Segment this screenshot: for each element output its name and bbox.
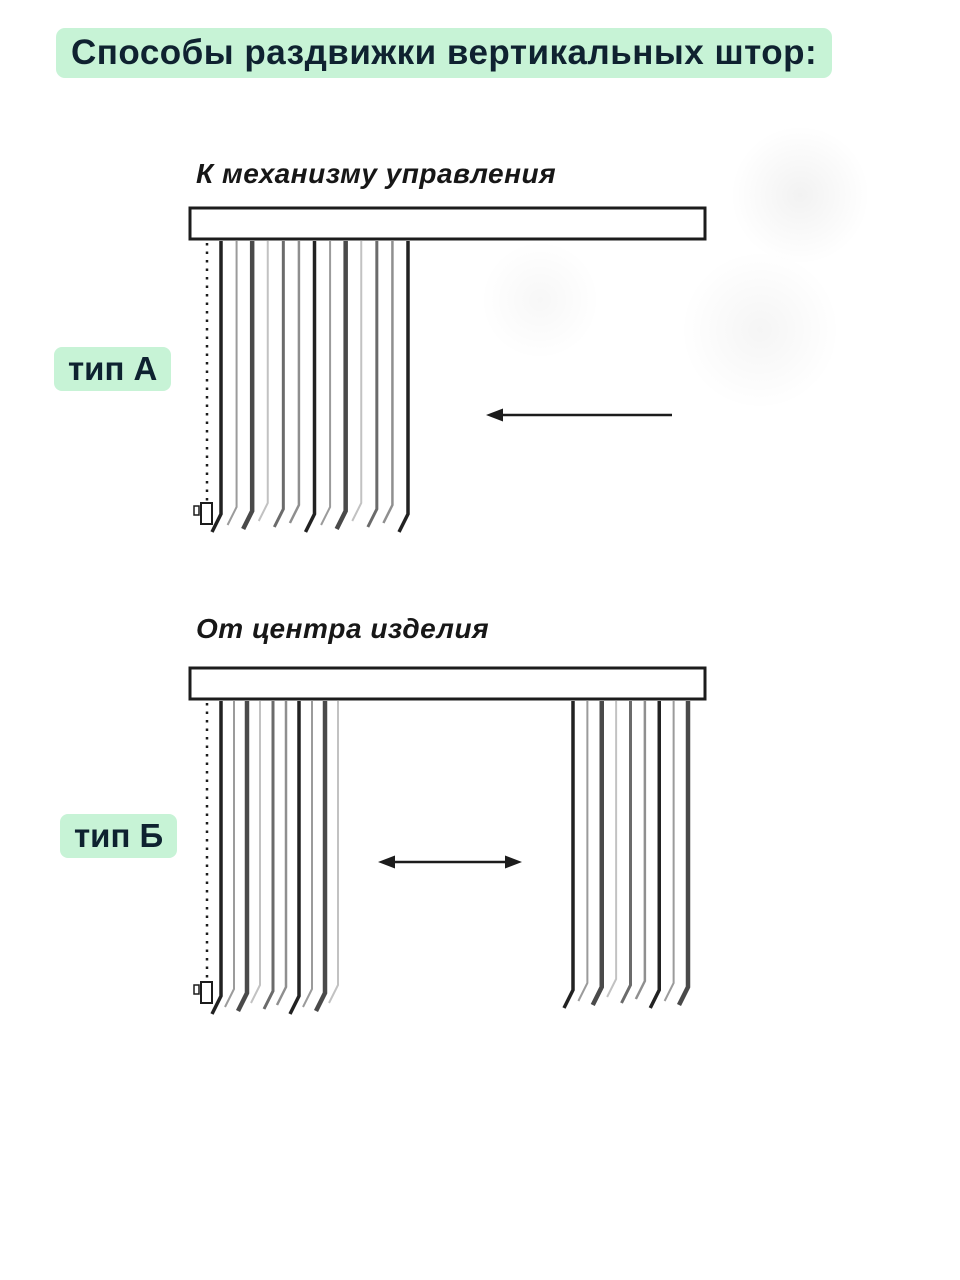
blind-slat [226,241,238,526]
blind-slat [288,241,301,524]
blind-slat [562,701,575,1009]
type-a-label: тип А [54,347,172,391]
diagram-a-heading: К механизму управления [196,158,557,189]
blind-slat [313,701,328,1013]
headrail [188,666,707,701]
diagram-b-heading: От центра изделия [196,613,490,644]
arrowhead [378,855,395,869]
blind-slat [302,701,313,1008]
chain-hook [193,505,200,516]
blind-slat [210,241,223,533]
blind-slat [257,241,269,522]
blind-slat [241,241,255,531]
blind-slat [663,701,675,1002]
blind-slat [382,241,394,524]
blind-slat [676,701,691,1007]
blind-slat [620,701,632,1004]
blind-slat [272,241,285,528]
arrowhead [486,408,503,422]
blind-slat [334,241,348,531]
blind-slat [351,241,363,522]
blind-slat [303,241,317,533]
blind-slat [634,701,647,1000]
blind-slat [320,241,332,526]
blind-slat [577,701,589,1002]
blind-slat [288,701,301,1015]
headrail [188,206,707,241]
blind-slat [590,701,604,1007]
blind-slat [210,701,223,1015]
blind-slat [328,701,339,1004]
blind-slat [397,241,410,533]
page-title: Способы раздвижки вертикальных штор: [56,28,833,78]
blind-slat [224,701,235,1008]
blind-slat [250,701,261,1004]
chain-weight [200,981,213,1004]
blind-slat [235,701,250,1013]
blind-slat [262,701,275,1010]
arrowhead [505,855,522,869]
blind-slat [275,701,288,1006]
blind-slat [606,701,618,998]
chain-hook [193,984,200,995]
blind-slat [648,701,661,1009]
type-b-label: тип Б [60,814,178,858]
chain-weight [200,502,213,525]
blind-slat [366,241,379,528]
